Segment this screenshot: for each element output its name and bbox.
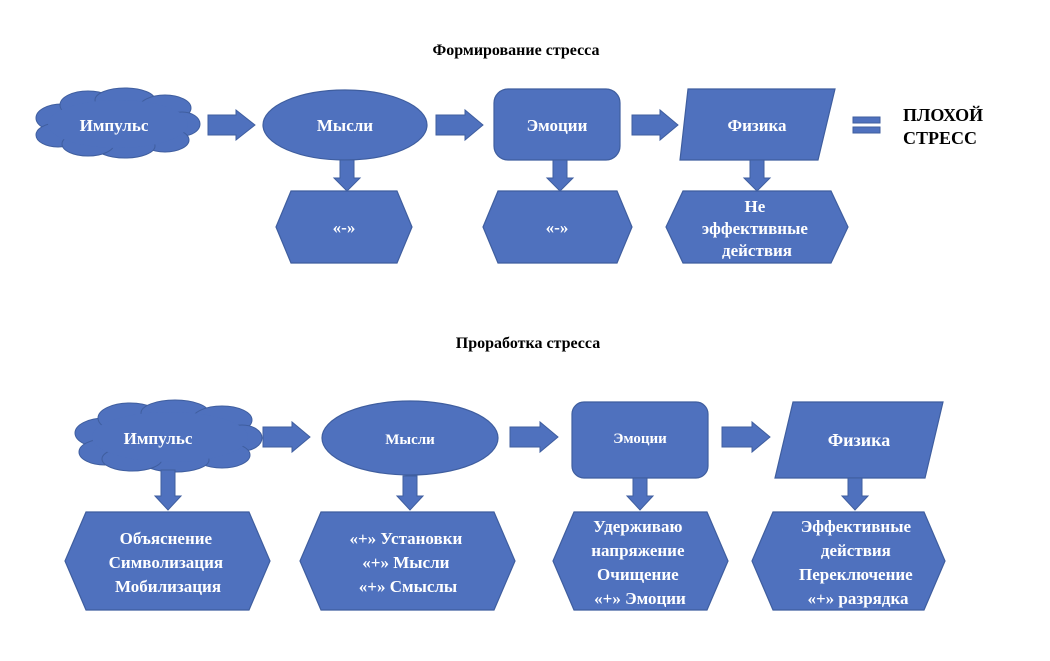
impulse-cloud (35, 87, 201, 159)
thoughts-result-label: «+» Установки «+» Мысли «+» Смыслы (349, 529, 466, 596)
physics-result-label: Эффективные действия Переключение «+» ра… (799, 517, 917, 608)
physics-parallelogram (679, 88, 836, 161)
right-arrow-icon (721, 420, 771, 454)
thoughts-result-hexagon (299, 511, 516, 611)
down-arrow-icon (545, 159, 575, 192)
thoughts-result-label: «-» (333, 218, 356, 237)
right-arrow-icon (262, 420, 311, 454)
physics-result-label: Не эффективные действия (702, 197, 812, 260)
down-arrow-icon (395, 475, 425, 511)
thoughts-label: Мысли (317, 116, 373, 135)
impulse-label: Импульс (124, 429, 193, 448)
impulse-result-hexagon (64, 511, 271, 611)
down-arrow-icon (153, 469, 183, 511)
processing-title: Проработка стресса (456, 335, 600, 352)
emotions-result-label: Удерживаю напряжение Очищение «+» Эмоции (591, 517, 689, 608)
emotions-result-hexagon (482, 190, 633, 264)
emotions-result-label: «-» (546, 218, 569, 237)
physics-label: Физика (828, 430, 891, 450)
equals-icon (852, 116, 881, 134)
emotions-label: Эмоции (613, 431, 667, 447)
down-arrow-icon (742, 159, 772, 192)
emotions-label: Эмоции (527, 116, 588, 135)
thoughts-label: Мысли (385, 432, 435, 448)
right-arrow-icon (435, 108, 484, 142)
physics-label: Физика (727, 116, 787, 135)
physics-parallelogram (774, 401, 944, 479)
outcome-text: ПЛОХОЙ СТРЕСС (903, 104, 988, 148)
down-arrow-icon (840, 477, 870, 511)
down-arrow-icon (332, 159, 362, 192)
impulse-label: Импульс (80, 116, 149, 135)
right-arrow-icon (207, 108, 256, 142)
thoughts-ellipse (321, 400, 499, 476)
physics-result-hexagon (751, 511, 946, 611)
formation-title: Формирование стресса (433, 42, 600, 59)
down-arrow-icon (625, 477, 655, 511)
emotions-result-hexagon (552, 511, 729, 611)
impulse-cloud (74, 399, 263, 473)
impulse-result-label: Объяснение Символизация Мобилизация (109, 529, 228, 596)
right-arrow-icon (631, 108, 679, 142)
right-arrow-icon (509, 420, 559, 454)
thoughts-result-hexagon (275, 190, 413, 264)
physics-result-hexagon (665, 190, 849, 264)
